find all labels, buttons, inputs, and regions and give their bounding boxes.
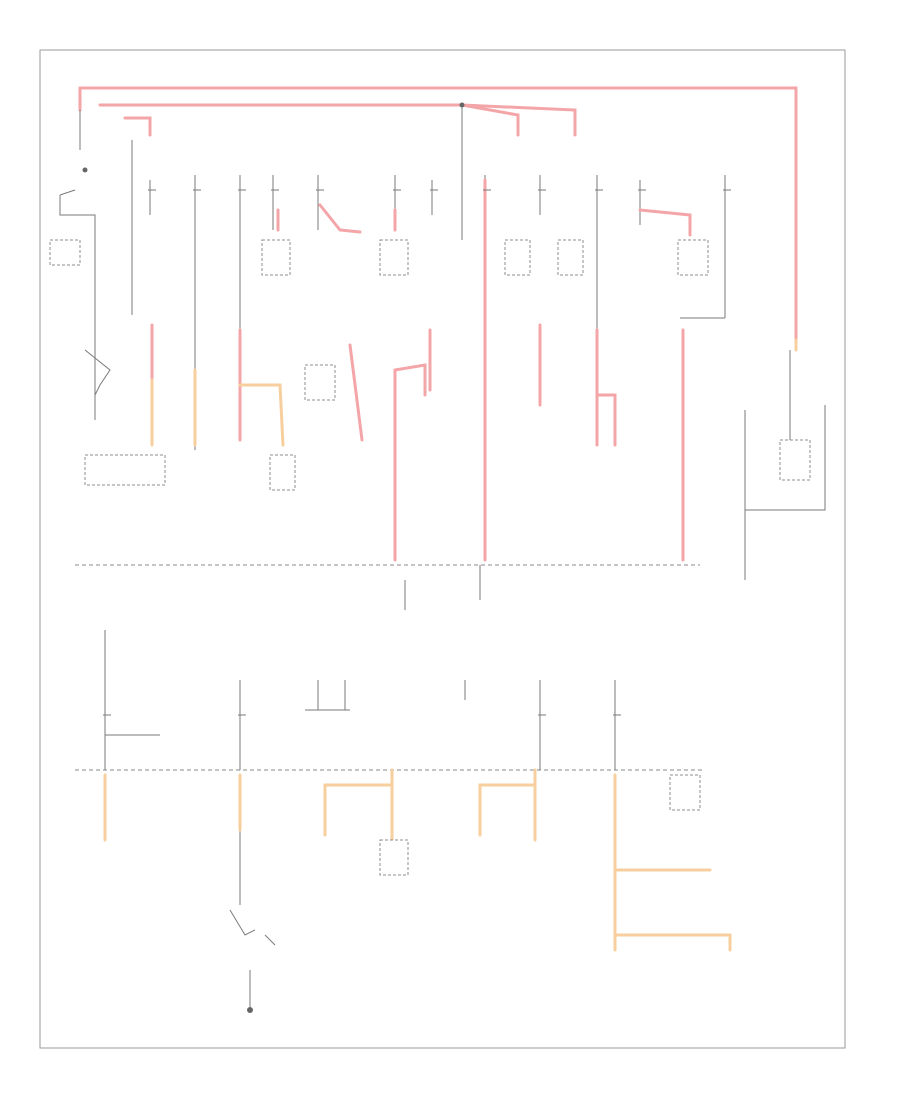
- module-box-1: [304, 364, 336, 401]
- top-splice-node: [459, 102, 465, 108]
- lower-ground-node: [247, 1007, 253, 1013]
- generator-box: [84, 454, 166, 486]
- relay-1: [261, 239, 291, 276]
- module-box-4: [669, 774, 701, 811]
- top-feed-wires: [78, 86, 798, 352]
- relay-2: [379, 239, 409, 276]
- top-components: [84, 239, 826, 511]
- starter-group: [49, 167, 111, 420]
- top-colored-wires: [150, 178, 692, 562]
- relay-5: [677, 239, 709, 276]
- module-box-3: [379, 839, 409, 876]
- starter-motor-box: [49, 239, 81, 266]
- ground-node: [82, 167, 88, 173]
- bottom-colored-wires: [103, 768, 732, 952]
- right-module-box: [779, 439, 811, 481]
- fuse-symbols: [103, 189, 731, 716]
- relay-3: [504, 239, 531, 276]
- bottom-components: [229, 774, 701, 1013]
- diagram-frame: [39, 49, 846, 1049]
- module-box-2: [269, 454, 296, 491]
- bottom-fuse-drops: [104, 630, 616, 770]
- relay-4: [557, 239, 584, 276]
